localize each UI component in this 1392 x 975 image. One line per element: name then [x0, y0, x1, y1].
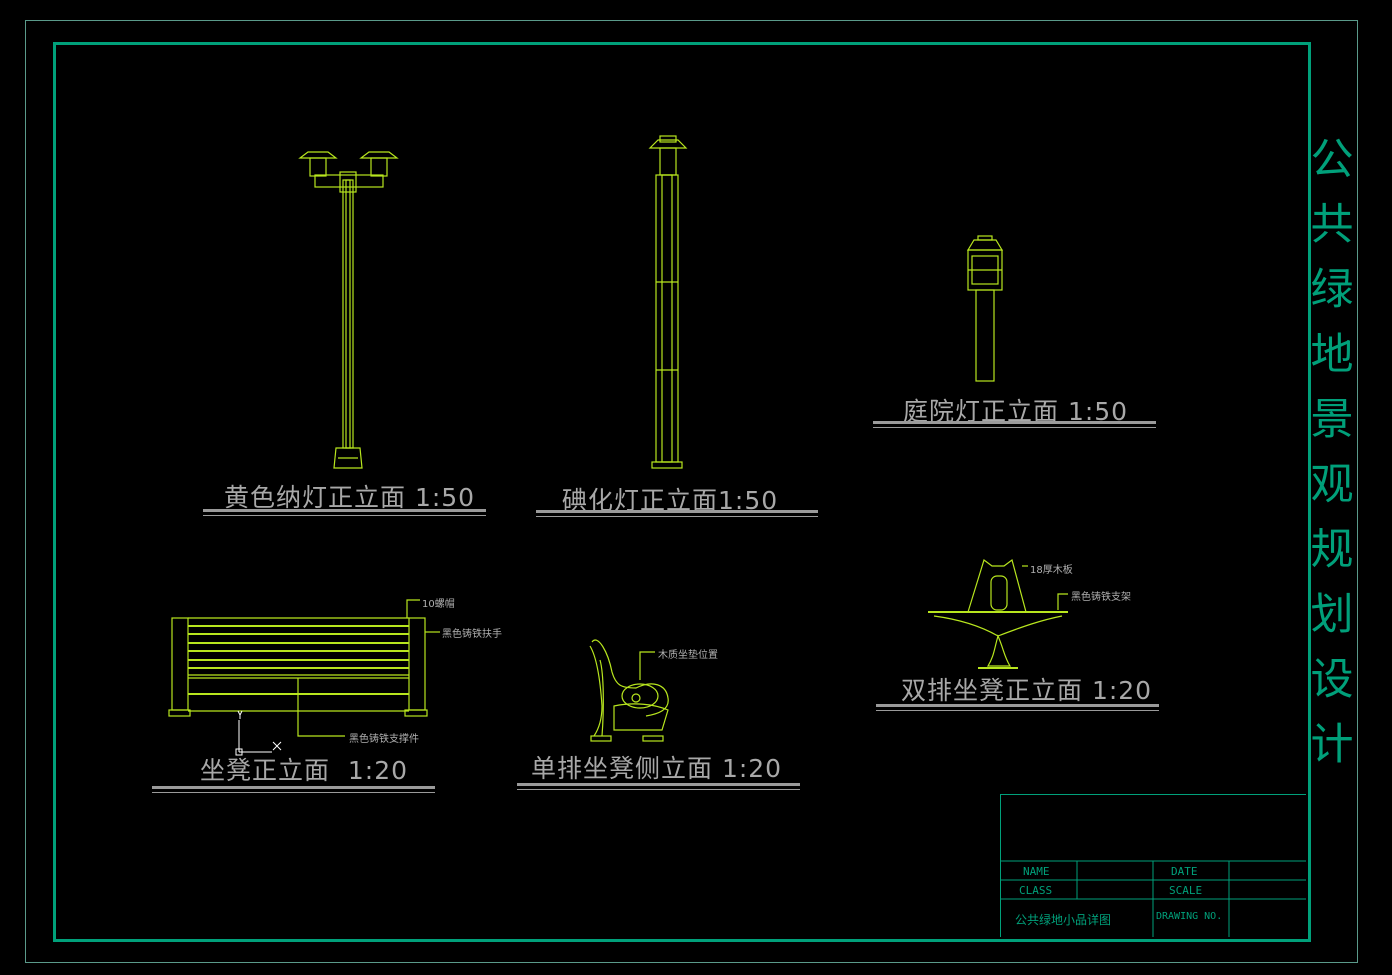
note-frame: 黑色铸铁支架: [1071, 592, 1131, 603]
title-block: NAME CLASS DATE SCALE 公共绿地小品详图 DRAWING N…: [1000, 794, 1306, 937]
bench-front-drawing: [168, 599, 440, 737]
bench-front-label: 坐凳正立面 1:20: [200, 756, 409, 785]
date-label: DATE: [1171, 865, 1198, 878]
drawing-no-label: DRAWING NO.: [1156, 911, 1223, 922]
double-bench-label: 双排坐凳正立面 1:20: [901, 676, 1153, 705]
garden-lamp-drawing: [966, 235, 1004, 382]
single-bench-label: 单排坐凳侧立面 1:20: [531, 754, 783, 783]
iodide-lamp-drawing: [648, 135, 688, 469]
note-support: 黑色铸铁支撑件: [349, 734, 419, 745]
label-underline: [873, 421, 1156, 428]
note-board: 18厚木板: [1030, 565, 1073, 576]
note-bolt: 10螺帽: [422, 599, 455, 610]
class-label: CLASS: [1019, 884, 1053, 897]
label-underline: [203, 509, 486, 516]
sodium-lamp-drawing: [298, 151, 399, 469]
note-armrest: 黑色铸铁扶手: [442, 629, 502, 640]
label-underline: [152, 786, 435, 793]
label-underline: [517, 783, 800, 790]
sheet-outer-border: [25, 20, 1358, 963]
note-cushion: 木质坐垫位置: [658, 650, 718, 661]
single-bench-side-drawing: [589, 639, 669, 742]
drawing-title: 公共绿地小品详图: [1015, 913, 1112, 927]
ucs-icon: [235, 710, 282, 756]
label-underline: [876, 704, 1159, 711]
vertical-sheet-title: 公共绿地景观规划设计: [1310, 135, 1354, 770]
sodium-lamp-label: 黄色纳灯正立面 1:50: [224, 483, 476, 512]
drawing-frame: [53, 42, 1311, 942]
name-label: NAME: [1023, 865, 1050, 878]
scale-label: SCALE: [1169, 884, 1203, 897]
label-underline: [536, 510, 818, 517]
double-bench-front-drawing: [928, 558, 1068, 669]
